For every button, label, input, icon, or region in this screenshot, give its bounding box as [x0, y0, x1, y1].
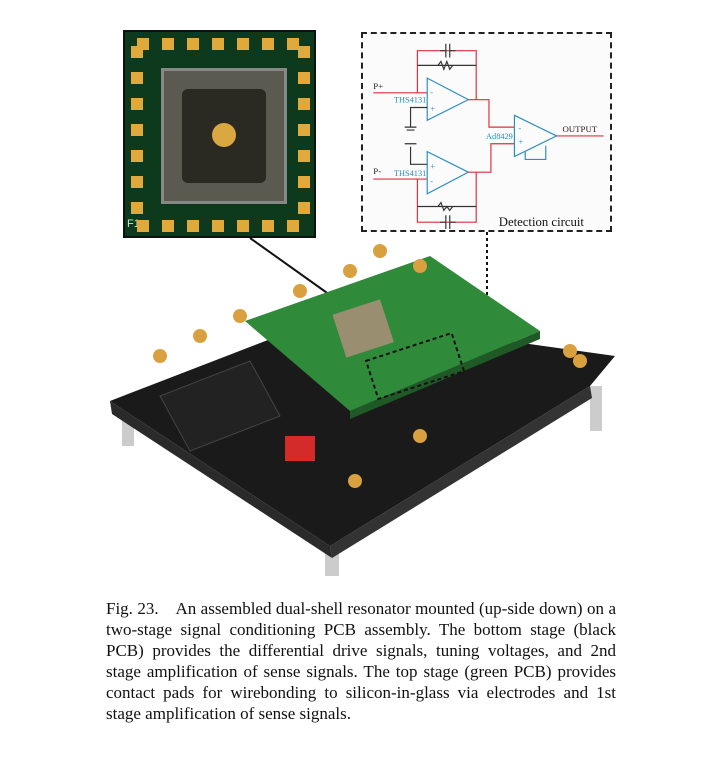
- svg-text:+: +: [518, 137, 523, 147]
- input-pos-label: P+: [373, 81, 383, 91]
- svg-text:-: -: [430, 176, 433, 186]
- bond-pad: [212, 220, 224, 232]
- opamp-bottom-label: THS4131: [394, 169, 426, 178]
- resonator-center: [212, 123, 236, 147]
- bond-pad: [131, 72, 143, 84]
- bond-pad: [162, 220, 174, 232]
- bond-pad: [298, 72, 310, 84]
- bond-pad: [187, 38, 199, 50]
- figure-label: Fig. 23.: [106, 599, 159, 618]
- bond-pad: [298, 202, 310, 214]
- bond-pad: [262, 220, 274, 232]
- bond-pad: [131, 98, 143, 110]
- resonator-die: [161, 68, 287, 204]
- bond-pad: [131, 202, 143, 214]
- svg-text:-: -: [518, 123, 521, 133]
- bond-pad: [287, 38, 299, 50]
- bond-pad: [287, 220, 299, 232]
- input-neg-label: P-: [373, 166, 381, 176]
- bond-pad: [298, 150, 310, 162]
- bond-pad: [237, 38, 249, 50]
- svg-text:+: +: [430, 103, 435, 113]
- svg-text:-: -: [430, 87, 433, 97]
- bond-pad: [298, 46, 310, 58]
- caption-text: An assembled dual-shell resonator mounte…: [106, 599, 616, 723]
- bond-pad: [187, 220, 199, 232]
- bond-pad: [212, 38, 224, 50]
- svg-text:+: +: [430, 161, 435, 171]
- chip-closeup-photo: F1: [123, 30, 316, 238]
- output-label: OUTPUT: [562, 124, 597, 134]
- detection-circuit-diagram: - + + - - + P+ P- THS4131 THS4131 Ad8429 OU…: [361, 32, 612, 232]
- bond-pad: [298, 124, 310, 136]
- circuit-title: Detection circuit: [499, 215, 585, 229]
- bond-pad: [131, 150, 143, 162]
- chip-label: F1: [127, 218, 140, 230]
- bond-pad: [131, 176, 143, 188]
- bond-pad: [262, 38, 274, 50]
- figure-caption: Fig. 23. An assembled dual-shell resonat…: [106, 598, 616, 724]
- bond-pad: [237, 220, 249, 232]
- bond-pad: [137, 220, 149, 232]
- bond-pad: [298, 98, 310, 110]
- bond-pad: [131, 46, 143, 58]
- connector-lines: [249, 232, 488, 330]
- pcb-assembly-photo: [110, 244, 615, 576]
- inamp-label: Ad8429: [486, 132, 513, 141]
- opamp-top-label: THS4131: [394, 96, 426, 105]
- bond-pad: [162, 38, 174, 50]
- bond-pad: [298, 176, 310, 188]
- bond-pad: [131, 124, 143, 136]
